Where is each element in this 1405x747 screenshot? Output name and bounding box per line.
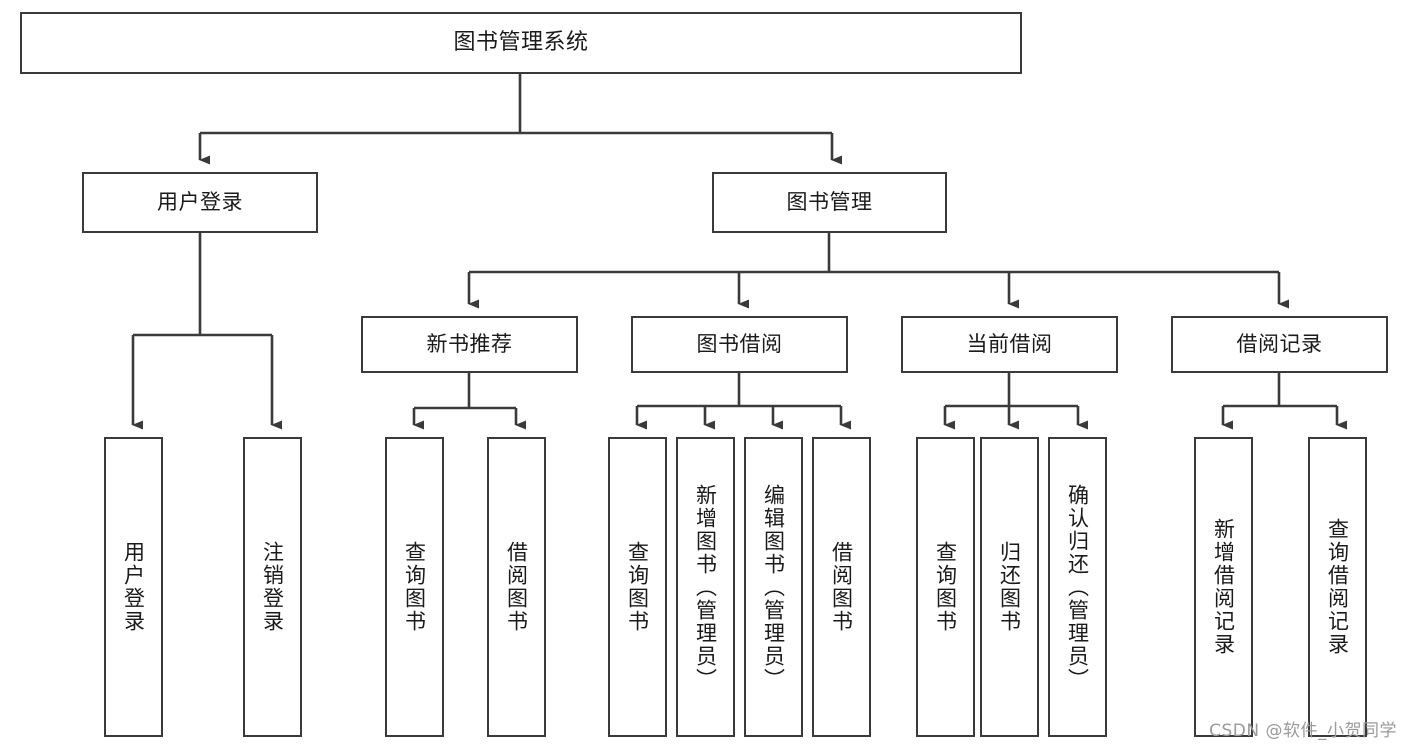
watermark-text: CSDN @软件_小贺同学 [1209,721,1397,741]
leaf-current-confirm-return-admin[interactable]: 确认归还（管理员） [1048,437,1107,737]
leaf-borrow-add-book-admin[interactable]: 新增图书（管理员） [676,437,735,737]
node-label: 借阅图书 [829,541,854,633]
node-label: 用户登录 [157,190,243,215]
leaf-recommend-query-book[interactable]: 查询图书 [385,437,444,737]
node-current-borrow[interactable]: 当前借阅 [901,316,1118,373]
node-label: 新增借阅记录 [1211,518,1236,656]
node-new-book-recommend[interactable]: 新书推荐 [361,316,578,373]
node-label: 新书推荐 [426,332,513,357]
node-label: 当前借阅 [966,332,1053,357]
leaf-current-query-book[interactable]: 查询图书 [916,437,975,737]
node-label: 图书借阅 [696,332,783,357]
leaf-borrow-edit-book-admin[interactable]: 编辑图书（管理员） [744,437,803,737]
node-label: 查询图书 [933,541,958,633]
leaf-user-login-login[interactable]: 用户登录 [104,437,163,737]
node-label: 图书管理系统 [453,30,589,56]
node-label: 新增图书（管理员） [693,483,718,691]
leaf-current-return-book[interactable]: 归还图书 [980,437,1039,737]
node-book-borrow[interactable]: 图书借阅 [631,316,848,373]
node-label: 图书管理 [786,190,873,215]
node-label: 归还图书 [997,541,1022,633]
node-label: 注销登录 [260,541,285,633]
node-label: 查询图书 [402,541,427,633]
node-label: 借阅记录 [1236,332,1323,357]
node-label: 编辑图书（管理员） [761,483,786,691]
node-label: 用户登录 [121,541,146,633]
leaf-recommend-borrow-book[interactable]: 借阅图书 [487,437,546,737]
node-user-login[interactable]: 用户登录 [82,172,318,233]
leaf-borrow-query-book[interactable]: 查询图书 [608,437,667,737]
node-book-management[interactable]: 图书管理 [712,172,947,233]
leaf-record-add-record[interactable]: 新增借阅记录 [1194,437,1253,737]
node-label: 查询借阅记录 [1325,518,1350,656]
leaf-user-login-logout[interactable]: 注销登录 [243,437,302,737]
node-borrow-record[interactable]: 借阅记录 [1171,316,1388,373]
node-label: 查询图书 [625,541,650,633]
node-label: 借阅图书 [504,541,529,633]
node-label: 确认归还（管理员） [1065,483,1090,691]
node-root-system[interactable]: 图书管理系统 [20,12,1022,74]
leaf-record-query-record[interactable]: 查询借阅记录 [1308,437,1367,737]
leaf-borrow-borrow-book[interactable]: 借阅图书 [812,437,871,737]
